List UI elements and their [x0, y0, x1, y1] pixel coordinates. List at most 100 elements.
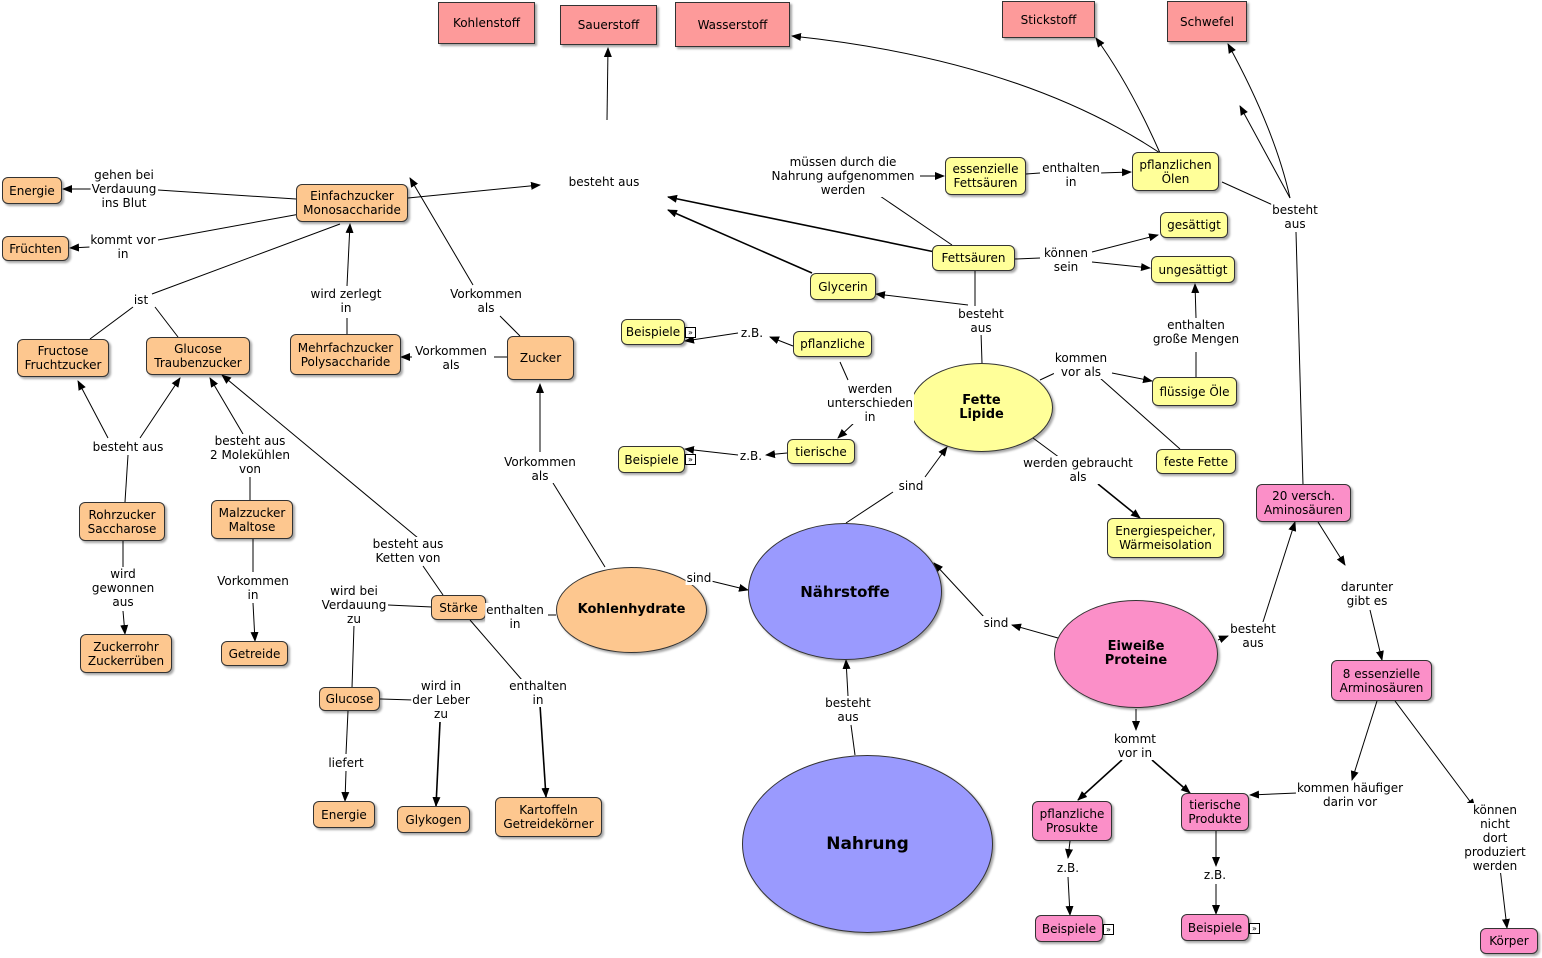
double-chevron-right-icon[interactable]: »	[1103, 924, 1114, 935]
link-label: z.B.	[738, 449, 764, 463]
node-essenzielle-fettsaeuren[interactable]: essenzielle Fettsäuren	[945, 157, 1026, 195]
edge	[1091, 233, 1159, 253]
edge	[837, 421, 856, 439]
edge	[1369, 609, 1384, 661]
node-glucose-traubenzucker[interactable]: Glucose Traubenzucker	[146, 337, 250, 375]
node-pflanzliche-prosukte[interactable]: pflanzliche Prosukte	[1032, 801, 1112, 841]
link-label: besteht aus	[1229, 622, 1277, 650]
edge	[379, 698, 414, 701]
node-tierische[interactable]: tierische	[787, 439, 855, 464]
node-fructose[interactable]: Fructose Fruchtzucker	[17, 339, 109, 377]
edge	[706, 579, 749, 592]
edge	[1011, 623, 1059, 639]
link-label: besteht aus	[957, 307, 1005, 335]
link-label: enthalten in	[508, 679, 568, 707]
link-label: werden unterschieden in	[825, 382, 915, 424]
edge	[69, 243, 91, 252]
node-beispiele-4[interactable]: Beispiele	[1181, 914, 1249, 941]
edge	[1191, 283, 1200, 319]
node-pflanzliche[interactable]: pflanzliche	[793, 331, 872, 357]
edge	[157, 213, 301, 241]
node-naehrstoffe[interactable]: Nährstoffe	[748, 523, 942, 660]
link-label: besteht aus 2 Molekühlen von	[209, 434, 291, 476]
edge	[1025, 172, 1041, 175]
node-sauerstoff[interactable]: Sauerstoff	[560, 5, 657, 45]
double-chevron-right-icon[interactable]: »	[685, 327, 696, 338]
node-ungesaettigt[interactable]: ungesättigt	[1151, 256, 1235, 283]
node-malzzucker[interactable]: Malzzucker Maltose	[211, 500, 293, 539]
edge	[1077, 759, 1123, 801]
edge	[387, 604, 433, 608]
node-beispiele-2[interactable]: Beispiele	[618, 446, 685, 473]
edge	[684, 446, 739, 456]
node-energiespeicher[interactable]: Energiespeicher, Wärmeisolation	[1107, 518, 1224, 558]
node-fettsaeuren[interactable]: Fettsäuren	[932, 245, 1015, 271]
node-zuckerrohr[interactable]: Zuckerrohr Zuckerrüben	[80, 634, 172, 673]
edge	[667, 209, 813, 274]
edge	[1239, 105, 1291, 199]
node-stickstoff[interactable]: Stickstoff	[1002, 1, 1095, 38]
node-glucose[interactable]: Glucose	[319, 687, 380, 711]
edge	[1091, 261, 1151, 272]
link-label: besteht aus	[1271, 203, 1319, 231]
node-mehrfachzucker[interactable]: Mehrfachzucker Polysaccharide	[290, 334, 401, 375]
edge	[552, 482, 606, 568]
node-staerke[interactable]: Stärke	[431, 595, 486, 620]
node-getreide[interactable]: Getreide	[221, 641, 288, 666]
edge	[879, 195, 953, 246]
node-gesaettigt[interactable]: gesättigt	[1160, 212, 1228, 238]
node-zucker[interactable]: Zucker	[507, 336, 574, 380]
double-chevron-right-icon[interactable]: »	[685, 454, 696, 465]
node-tierische-produkte[interactable]: tierische Produkte	[1181, 793, 1249, 831]
node-feste-fette[interactable]: feste Fette	[1156, 449, 1236, 474]
link-label: wird zerlegt in	[309, 287, 383, 315]
edge	[151, 223, 341, 295]
edge	[1099, 377, 1181, 450]
link-label: z.B.	[1202, 868, 1228, 882]
node-energie-2[interactable]: Energie	[313, 801, 375, 828]
node-wasserstoff[interactable]: Wasserstoff	[675, 2, 790, 47]
node-glykogen[interactable]: Glykogen	[397, 806, 470, 833]
node-aminosaeuren-20[interactable]: 20 versch. Aminosäuren	[1256, 484, 1351, 522]
edge	[845, 491, 894, 524]
node-beispiele-3[interactable]: Beispiele	[1035, 915, 1103, 942]
node-beispiele-1[interactable]: Beispiele	[621, 319, 685, 345]
link-label: wird in der Leber zu	[411, 679, 471, 721]
node-fette[interactable]: Fette Lipide	[910, 363, 1053, 452]
edge	[791, 32, 1161, 154]
edge	[1221, 181, 1276, 207]
edge	[407, 181, 541, 199]
node-rohrzucker[interactable]: Rohrzucker Saccharose	[79, 502, 165, 541]
node-aminosaeuren-8[interactable]: 8 essenzielle Arminosäuren	[1331, 660, 1432, 701]
node-energie-1[interactable]: Energie	[2, 177, 62, 204]
edge	[209, 377, 244, 435]
node-glycerin[interactable]: Glycerin	[810, 273, 876, 300]
link-label: Vorkommen als	[414, 344, 488, 372]
edge	[345, 223, 354, 287]
link-label: enthalten in	[1041, 161, 1101, 189]
node-nahrung[interactable]: Nahrung	[742, 755, 993, 933]
node-pflanzlichen-oelen[interactable]: pflanzlichen Ölen	[1132, 152, 1219, 191]
double-chevron-right-icon[interactable]: »	[1249, 923, 1260, 934]
node-fruechten[interactable]: Früchten	[2, 236, 69, 261]
node-kohlenhydrate[interactable]: Kohlenhydrate	[556, 567, 707, 653]
edge	[1261, 521, 1297, 626]
edge	[1295, 231, 1304, 486]
node-einfachzucker[interactable]: Einfachzucker Monosaccharide	[296, 184, 408, 222]
edge	[77, 380, 109, 439]
node-kartoffeln[interactable]: Kartoffeln Getreidekörner	[495, 797, 602, 837]
edge	[154, 306, 179, 338]
node-eiweisse[interactable]: Eiweiße Proteine	[1054, 600, 1218, 708]
node-kohlenstoff[interactable]: Kohlenstoff	[438, 2, 535, 44]
edge	[89, 306, 134, 340]
edge	[842, 659, 851, 697]
edge	[933, 562, 985, 618]
edge	[341, 770, 350, 802]
link-label: kommen vor als	[1053, 351, 1109, 379]
node-fluessige-oele[interactable]: flüssige Öle	[1152, 377, 1237, 406]
link-label: darunter gibt es	[1339, 580, 1395, 608]
edge	[1065, 840, 1074, 859]
link-label: besteht aus Ketten von	[371, 537, 445, 565]
node-koerper[interactable]: Körper	[1480, 928, 1538, 954]
node-schwefel[interactable]: Schwefel	[1167, 1, 1247, 42]
